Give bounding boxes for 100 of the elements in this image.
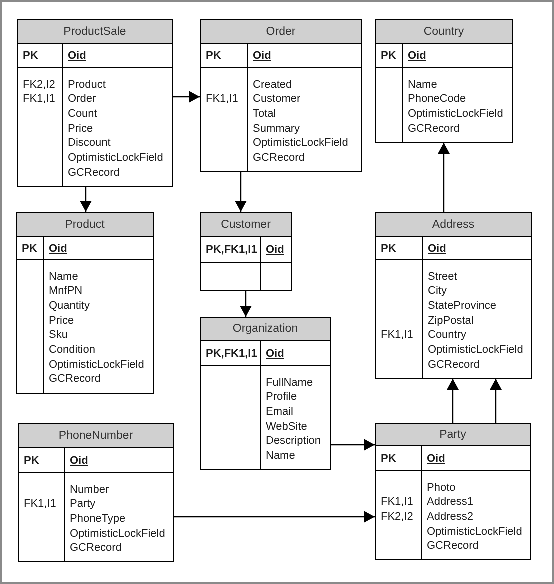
field-name: PhoneType: [70, 512, 126, 526]
key-type-label: PK: [22, 242, 38, 256]
field-name: WebSite: [266, 420, 308, 434]
entity-table: [18, 423, 174, 562]
field-name: OptimisticLockField: [49, 358, 144, 372]
key-type-label: PK: [23, 49, 38, 63]
primary-key-field: Oid: [427, 452, 446, 466]
field-name: Name: [266, 449, 296, 463]
primary-key-field: Oid: [408, 49, 426, 63]
foreign-key-label: FK2,I2: [23, 78, 56, 92]
field-name: OptimisticLockField: [253, 136, 348, 150]
relationship-arrow: [490, 379, 502, 423]
field-name: GCRecord: [49, 372, 101, 386]
field-name: OptimisticLockField: [408, 106, 504, 121]
relationship-arrow: [173, 91, 200, 103]
field-name: Count: [68, 106, 98, 121]
key-type-label: PK,FK1,I1: [206, 346, 258, 360]
field-name: Price: [68, 122, 94, 136]
relationship-arrow: [235, 172, 247, 212]
field-name: Party: [70, 497, 96, 512]
foreign-key-label: FK1,I1: [381, 495, 414, 510]
table-title: ProductSale: [64, 24, 126, 38]
field-name: Created: [253, 78, 292, 92]
field-name: MnfPN: [49, 284, 83, 298]
field-name: GCRecord: [68, 166, 120, 180]
field-name: OptimisticLockField: [427, 524, 522, 539]
table-title: PhoneNumber: [58, 428, 134, 442]
entity-table: [16, 212, 154, 394]
field-name: OptimisticLockField: [428, 343, 524, 357]
entity-table: [200, 212, 292, 291]
field-name: FullName: [266, 376, 314, 390]
entity-table: [200, 19, 362, 172]
field-name: Order: [68, 92, 96, 106]
field-name: Number: [70, 482, 110, 496]
table-title: Product: [65, 218, 105, 232]
field-name: Condition: [49, 343, 96, 357]
relationship-arrow: [80, 187, 92, 212]
field-name: GCRecord: [70, 541, 122, 556]
field-name: Street: [428, 270, 458, 284]
entity-table: [375, 212, 532, 379]
primary-key-field: Oid: [266, 346, 284, 360]
primary-key-field: Oid: [68, 49, 86, 63]
field-name: OptimisticLockField: [68, 151, 164, 165]
relationship-arrow: [438, 143, 450, 212]
key-type-label: PK: [381, 49, 396, 63]
field-name: Address2: [427, 510, 474, 524]
entity-table: [200, 317, 331, 470]
key-type-label: PK: [206, 49, 222, 63]
field-name: Quantity: [49, 298, 90, 313]
relationship-arrow: [331, 439, 375, 451]
primary-key-field: Oid: [70, 454, 88, 468]
field-name: OptimisticLockField: [70, 526, 166, 541]
field-name: Total: [253, 106, 276, 121]
primary-key-field: Oid: [428, 242, 446, 256]
field-name: GCRecord: [253, 151, 305, 165]
foreign-key-label: FK1,I1: [23, 92, 56, 106]
foreign-key-label: FK1,I1: [381, 328, 414, 342]
field-name: GCRecord: [428, 358, 480, 372]
field-name: Description: [266, 434, 322, 448]
field-name: Address1: [427, 495, 474, 510]
entity-table: [17, 19, 173, 187]
key-type-label: PK: [381, 452, 396, 466]
primary-key-field: Oid: [266, 243, 284, 257]
key-type-label: PK,FK1,I1: [206, 243, 258, 257]
key-type-label: PK: [381, 242, 396, 256]
field-name: Summary: [253, 122, 300, 136]
field-name: PhoneCode: [408, 92, 466, 106]
entity-table: [375, 423, 531, 560]
field-name: City: [428, 284, 447, 298]
key-type-label: PK: [24, 454, 40, 468]
field-name: GCRecord: [408, 122, 460, 136]
field-name: Price: [49, 314, 74, 328]
table-title: Customer: [221, 218, 271, 232]
entity-table: [375, 19, 513, 143]
table-title: Party: [440, 428, 466, 442]
foreign-key-label: FK1,I1: [24, 497, 56, 512]
field-name: Customer: [253, 92, 301, 106]
field-name: Country: [428, 328, 467, 342]
field-name: Sku: [49, 328, 68, 342]
table-title: Country: [424, 24, 464, 38]
table-title: Address: [432, 218, 475, 232]
foreign-key-label: FK1,I1: [206, 92, 238, 106]
foreign-key-label: FK2,I2: [381, 510, 414, 524]
field-name: Discount: [68, 136, 111, 150]
field-name: Email: [266, 404, 294, 419]
field-name: ZipPostal: [428, 314, 474, 328]
table-title: Order: [266, 24, 296, 38]
primary-key-field: Oid: [253, 49, 272, 63]
field-name: Name: [408, 78, 438, 92]
field-name: Name: [49, 270, 78, 284]
field-name: GCRecord: [427, 539, 479, 554]
field-name: Product: [68, 78, 106, 92]
table-title: Organization: [232, 322, 298, 336]
relationship-arrow: [447, 379, 459, 423]
primary-key-field: Oid: [49, 242, 68, 256]
relationship-arrow: [174, 511, 375, 523]
relationship-arrow: [240, 291, 252, 317]
field-name: StateProvince: [428, 298, 496, 313]
field-name: Profile: [266, 390, 298, 404]
field-name: Photo: [427, 480, 456, 494]
